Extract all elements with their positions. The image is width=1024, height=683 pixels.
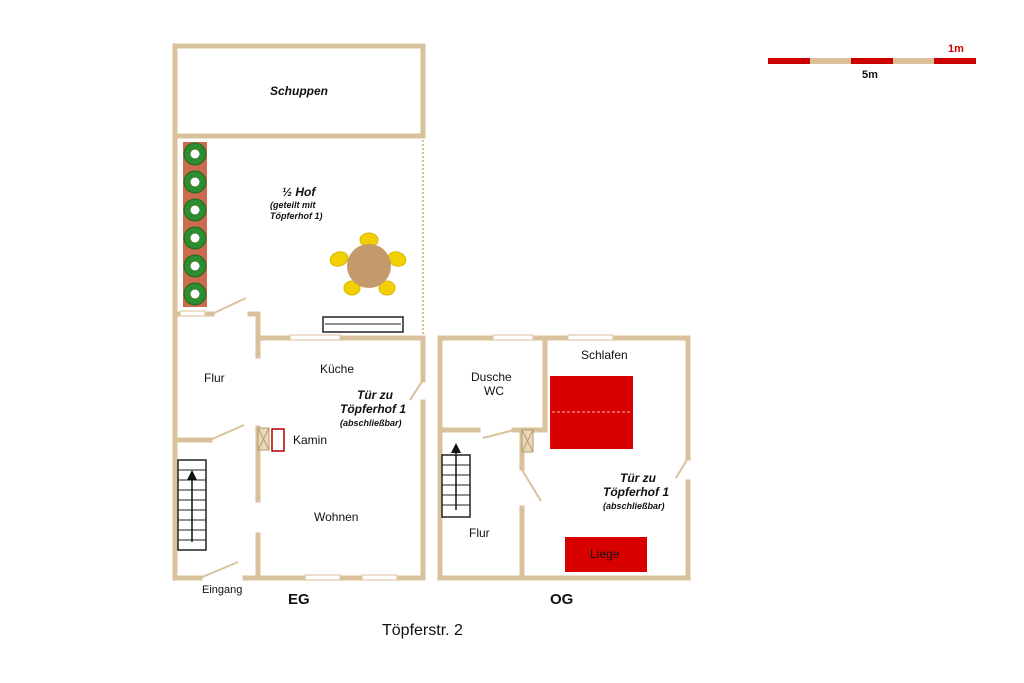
plant-bed [183, 142, 207, 307]
label-eingang: Eingang [202, 584, 242, 596]
og-walls [437, 335, 691, 581]
chair-icon [343, 280, 361, 296]
bench [322, 316, 404, 333]
scale-1m-label: 1m [948, 43, 964, 55]
eg-walls [172, 43, 426, 581]
table-group [329, 232, 407, 296]
stair-arrow-icon [451, 443, 461, 453]
label-wc: WC [484, 384, 504, 398]
label-kamin: Kamin [293, 433, 327, 447]
liege-couch: Liege [565, 537, 647, 572]
label-tuer-eg-2: Töpferhof 1 [340, 402, 406, 416]
label-hof-note-1: (geteilt mit [270, 200, 317, 210]
label-tuer-og-3: (abschließbar) [603, 501, 665, 511]
chair-icon [378, 280, 396, 296]
label-liege: Liege [590, 547, 620, 561]
label-eg: EG [288, 591, 310, 608]
stairs-og [441, 443, 471, 518]
stair-arrow-icon [187, 470, 197, 480]
scale-bar: 1m 5m [768, 43, 976, 81]
address-label: Töpferstr. 2 [382, 622, 463, 639]
fireplace-icon [257, 427, 285, 452]
label-og: OG [550, 591, 573, 608]
eg-windows [179, 310, 398, 581]
label-tuer-eg-3: (abschließbar) [340, 418, 402, 428]
label-flur-eg: Flur [204, 371, 225, 385]
label-hof: ½ Hof [282, 185, 316, 199]
label-schuppen: Schuppen [270, 84, 328, 98]
scale-5m-label: 5m [862, 69, 878, 81]
label-tuer-og-1: Tür zu [620, 471, 657, 485]
table-icon [347, 244, 391, 288]
label-tuer-og-2: Töpferhof 1 [603, 485, 669, 499]
og-windows [492, 334, 614, 341]
chair-icon [329, 251, 349, 267]
label-tuer-eg-1: Tür zu [357, 388, 394, 402]
label-kueche: Küche [320, 362, 354, 376]
label-schlafen: Schlafen [581, 348, 628, 362]
chimney-og [521, 429, 534, 453]
label-hof-note-2: Töpferhof 1) [270, 211, 323, 221]
label-dusche: Dusche [471, 370, 512, 384]
bed [550, 376, 633, 449]
label-flur-og: Flur [469, 526, 490, 540]
stairs-eg [177, 459, 207, 551]
label-wohnen: Wohnen [314, 510, 358, 524]
